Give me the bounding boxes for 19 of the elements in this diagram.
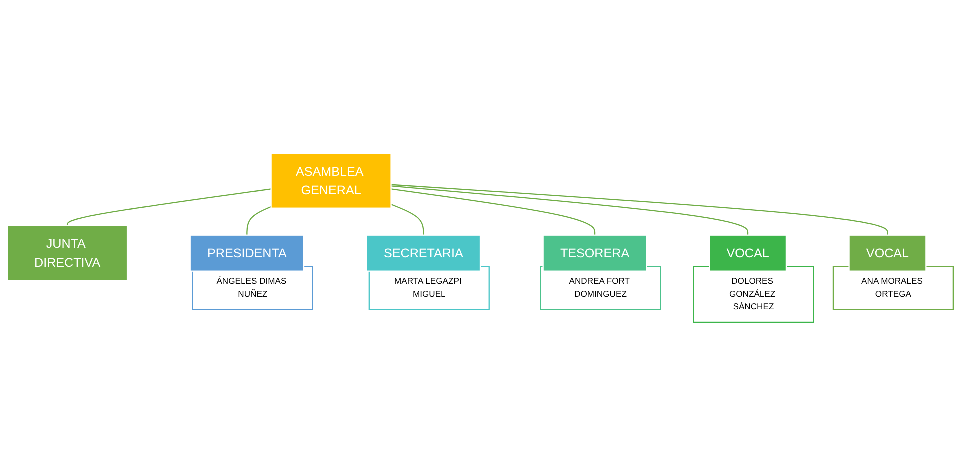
node-box bbox=[192, 266, 314, 310]
node-box bbox=[7, 224, 128, 281]
node-box bbox=[190, 234, 305, 272]
connector bbox=[391, 185, 749, 235]
node-box bbox=[693, 266, 814, 323]
node-box bbox=[368, 266, 490, 310]
connector bbox=[391, 204, 424, 235]
node-box bbox=[540, 266, 662, 310]
connector bbox=[391, 184, 888, 235]
connector bbox=[246, 206, 272, 235]
node-box bbox=[366, 234, 482, 272]
node-box bbox=[542, 234, 648, 272]
connector bbox=[391, 188, 596, 235]
org-chart: ASAMBLEA GENERAL JUNTA DIRECTIVA ÁNGELES DIMAS NUÑEZ MARTA LEGAZPI MIGUEL ANDREA FORT DOMINGUEZ DOLORES GONZÁLEZ SÁNCHEZ ANA MORALES ORTEGA PRESIDENTA SECRETARIA TESORERA VOCAL VOCAL bbox=[3, 2, 958, 472]
node-box bbox=[270, 152, 392, 208]
node-box bbox=[848, 234, 927, 272]
node-box bbox=[832, 266, 954, 310]
node-box bbox=[709, 234, 788, 272]
connector bbox=[66, 188, 272, 226]
